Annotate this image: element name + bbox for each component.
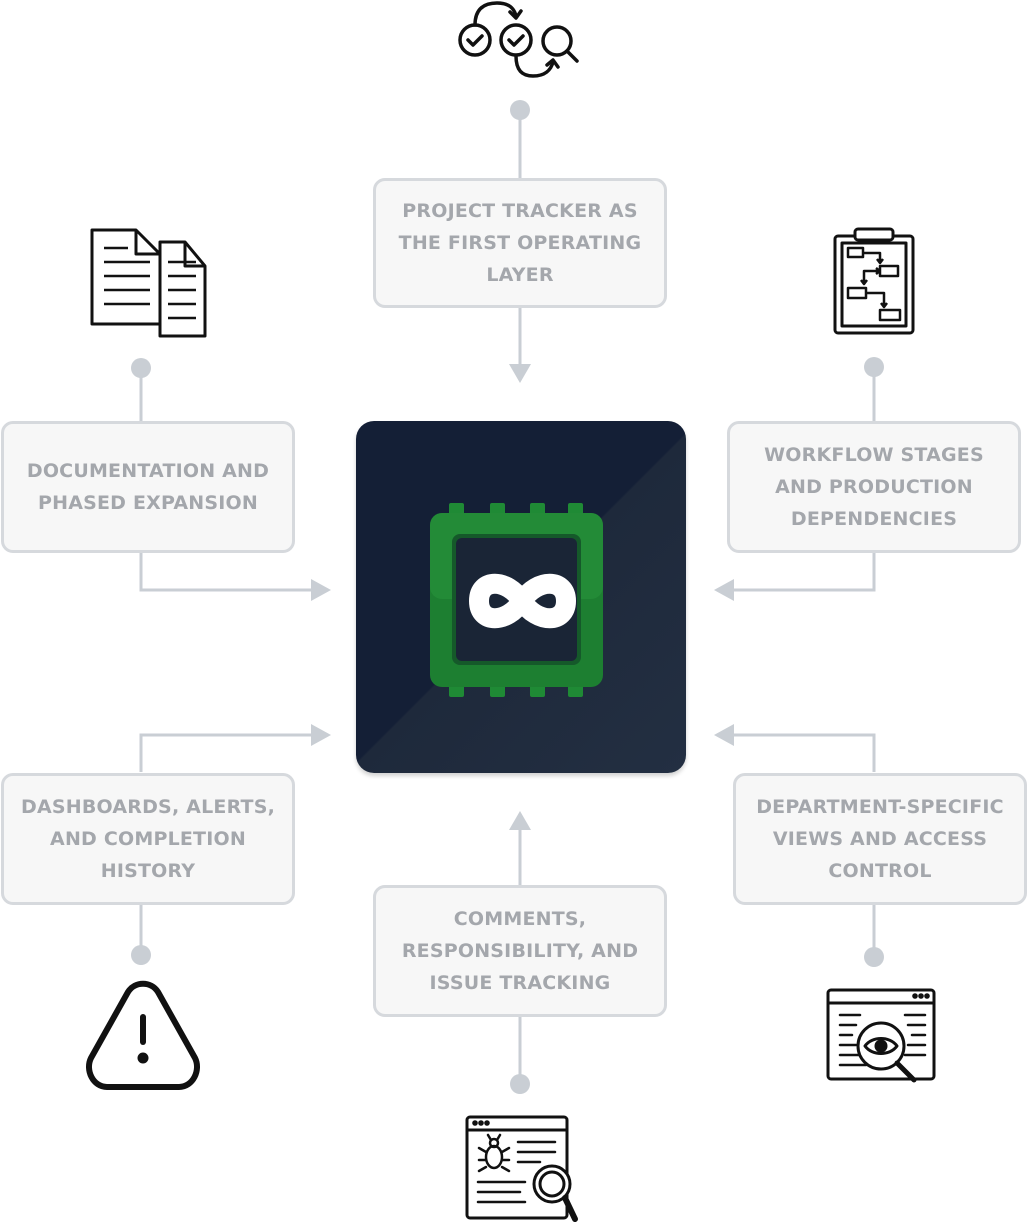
documents-icon (88, 226, 210, 342)
arrow-bottom-left (311, 724, 331, 746)
alert-triangle-icon (80, 978, 206, 1096)
browser-eye-search-icon (822, 985, 942, 1091)
connector-dot-bottom-left (131, 945, 151, 965)
connector-dot-bottom (510, 1074, 530, 1094)
label-top-left: Documentation and phased expansion (1, 421, 295, 553)
connector-dot-top (510, 100, 530, 120)
arrow-top-left (311, 579, 331, 601)
connector-dot-top-left (131, 358, 151, 378)
connector-dot-top-right (864, 357, 884, 377)
arrow-top (509, 364, 531, 383)
label-top-left-text: Documentation and phased expansion (26, 460, 270, 514)
label-bottom-text: Comments, responsibility, and issue trac… (401, 908, 639, 994)
infinity-chip-logo (430, 503, 603, 697)
label-top: Project tracker as the first operating l… (373, 178, 667, 308)
central-hub (356, 421, 686, 773)
arrow-bottom-right (714, 724, 734, 746)
label-bottom-left: Dashboards, alerts, and completion histo… (1, 773, 295, 905)
arrow-bottom (509, 811, 531, 830)
clipboard-flowchart-icon (830, 226, 920, 338)
label-bottom: Comments, responsibility, and issue trac… (373, 885, 667, 1017)
label-top-right-text: Workflow stages and production dependenc… (764, 444, 984, 530)
label-top-right: Workflow stages and production dependenc… (727, 421, 1021, 553)
label-bottom-left-text: Dashboards, alerts, and completion histo… (20, 796, 276, 882)
label-top-text: Project tracker as the first operating l… (398, 200, 642, 286)
connector-dot-bottom-right (864, 947, 884, 967)
arrow-top-right (714, 579, 734, 601)
label-bottom-right-text: Department-specific views and access con… (756, 796, 1004, 882)
browser-bug-search-icon (462, 1112, 584, 1226)
workflow-checks-search-icon (455, 0, 585, 82)
label-bottom-right: Department-specific views and access con… (733, 773, 1027, 905)
